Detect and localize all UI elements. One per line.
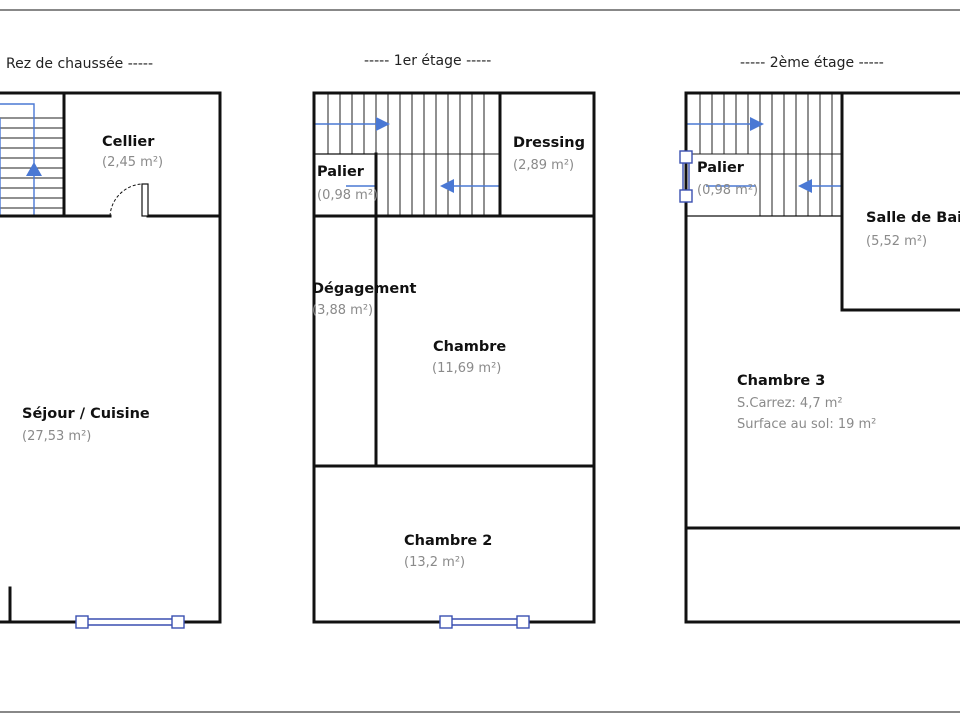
cellier-label: Cellier bbox=[102, 134, 155, 150]
sejour-area: (27,53 m²) bbox=[22, 429, 91, 444]
chambre3-label: Chambre 3 bbox=[737, 373, 825, 389]
first-floor-title: ----- 1er étage ----- bbox=[364, 53, 491, 69]
cellier-door bbox=[109, 183, 149, 217]
first-floor-plan: ----- 1er étage ----- bbox=[312, 53, 596, 629]
chambre-label: Chambre bbox=[433, 339, 506, 355]
first-palier-area: (0,98 m²) bbox=[317, 188, 378, 203]
second-stairs-upper bbox=[686, 93, 842, 155]
cellier-area: (2,45 m²) bbox=[102, 155, 163, 170]
sejour-label: Séjour / Cuisine bbox=[22, 406, 150, 422]
second-floor-plan: ----- 2ème étage ----- bbox=[679, 55, 960, 624]
ground-floor-title: Rez de chaussée ----- bbox=[6, 56, 153, 72]
second-palier-label: Palier bbox=[697, 160, 745, 176]
degagement-area: (3,88 m²) bbox=[312, 303, 373, 318]
chambre3-carrez: S.Carrez: 4,7 m² bbox=[737, 396, 843, 411]
chambre3-sol: Surface au sol: 19 m² bbox=[737, 417, 876, 432]
dressing-area: (2,89 m²) bbox=[513, 158, 574, 173]
first-stairs-upper bbox=[314, 93, 500, 155]
stair-left-arrow-icon bbox=[440, 179, 454, 193]
stair-right-arrow-icon bbox=[376, 117, 390, 131]
second-stairs-lower bbox=[706, 154, 842, 216]
chambre2-label: Chambre 2 bbox=[404, 533, 492, 549]
ground-stairs bbox=[0, 103, 64, 215]
sdb-area: (5,52 m²) bbox=[866, 234, 927, 249]
second-side-window bbox=[679, 150, 693, 203]
first-palier-label: Palier bbox=[317, 164, 365, 180]
degagement-label: Dégagement bbox=[312, 281, 417, 297]
first-window bbox=[439, 615, 530, 629]
chambre2-area: (13,2 m²) bbox=[404, 555, 465, 570]
dressing-label: Dressing bbox=[513, 135, 585, 151]
stair-up-arrow-icon bbox=[26, 162, 42, 176]
stair-left-arrow-icon bbox=[798, 179, 812, 193]
chambre-area: (11,69 m²) bbox=[432, 361, 501, 376]
ground-floor-plan: Rez de chaussée ----- bbox=[0, 56, 222, 629]
first-stairs-lower bbox=[346, 154, 500, 216]
second-palier-area: (0,98 m²) bbox=[697, 183, 758, 198]
second-floor-title: ----- 2ème étage ----- bbox=[740, 55, 884, 71]
sdb-label: Salle de Bain bbox=[866, 210, 960, 226]
stair-right-arrow-icon bbox=[750, 117, 764, 131]
ground-window bbox=[75, 615, 185, 629]
